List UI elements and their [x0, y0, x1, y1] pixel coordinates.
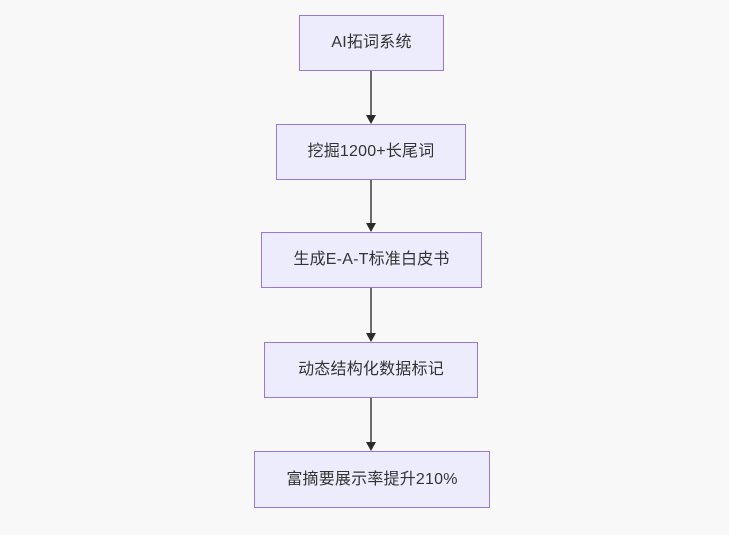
flow-edge-3-4-line [370, 288, 372, 334]
flow-edge-3-4 [365, 288, 376, 342]
flow-node-3-label: 生成E-A-T标准白皮书 [293, 251, 450, 268]
flow-node-2-label: 挖掘1200+长尾词 [307, 143, 435, 160]
flow-edge-2-3 [365, 180, 376, 232]
flow-edge-4-5-arrowhead [365, 442, 376, 451]
flow-node-1-label: AI拓词系统 [331, 34, 412, 51]
flow-node-1[interactable]: AI拓词系统 [299, 15, 444, 71]
flow-edge-2-3-line [370, 180, 372, 224]
flow-edge-1-2 [365, 71, 376, 124]
flow-node-3[interactable]: 生成E-A-T标准白皮书 [261, 232, 482, 288]
flow-node-4[interactable]: 动态结构化数据标记 [264, 342, 478, 398]
flow-edge-3-4-arrowhead [365, 333, 376, 342]
flow-edge-4-5-line [370, 398, 372, 443]
flow-edge-2-3-arrowhead [365, 223, 376, 232]
flow-node-5[interactable]: 富摘要展示率提升210% [254, 451, 490, 508]
flow-node-2[interactable]: 挖掘1200+长尾词 [276, 124, 466, 180]
flow-node-4-label: 动态结构化数据标记 [298, 361, 444, 378]
flow-edge-4-5 [365, 398, 376, 451]
flow-edge-1-2-line [370, 71, 372, 116]
flow-edge-1-2-arrowhead [365, 115, 376, 124]
flow-node-5-label: 富摘要展示率提升210% [286, 470, 458, 488]
